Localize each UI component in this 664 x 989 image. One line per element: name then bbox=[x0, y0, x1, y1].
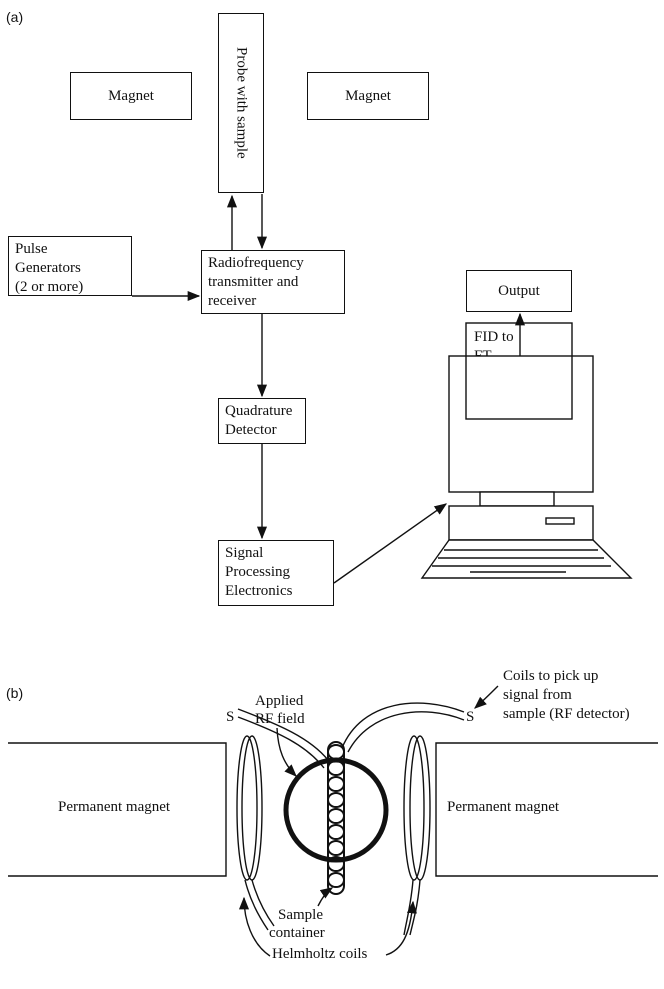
rf-line-2: transmitter and bbox=[208, 274, 299, 290]
coils-line-3: sample (RF detector) bbox=[503, 706, 630, 722]
sample-container-line-1: Sample bbox=[278, 907, 323, 923]
applied-rf-arrow bbox=[276, 727, 297, 777]
helmholtz-label: Helmholtz coils bbox=[272, 946, 368, 962]
magnet-right-box: Magnet bbox=[307, 72, 429, 120]
panel-b-label: (b) bbox=[6, 685, 24, 701]
arrow-signal-to-computer bbox=[333, 503, 448, 584]
pickup-wire-left-outer bbox=[237, 708, 329, 761]
rf-line-1: Radiofrequency bbox=[208, 255, 304, 271]
helmholtz-arrow-right bbox=[385, 900, 417, 956]
sample-container-arrow bbox=[317, 887, 334, 907]
rf-line-3: receiver bbox=[208, 293, 257, 309]
s-right-label: S bbox=[466, 709, 475, 725]
probe-label-wrap: Probe with sample bbox=[218, 13, 264, 193]
probe-box bbox=[218, 13, 264, 193]
sig-line-1: Signal bbox=[225, 545, 264, 561]
magnet-left-box: Magnet bbox=[70, 72, 192, 120]
permanent-magnet-left bbox=[8, 742, 227, 877]
sample-container-line-2: container bbox=[269, 925, 325, 941]
helmholtz-arrow-left bbox=[238, 896, 271, 957]
pulse-line-2: Generators bbox=[15, 260, 81, 276]
pickup-wire-right-outer bbox=[341, 702, 465, 749]
quadrature-box: Quadrature Detector bbox=[218, 398, 306, 444]
rf-unit-box: Radiofrequency transmitter and receiver bbox=[201, 250, 345, 314]
magnet-left-label: Magnet bbox=[108, 87, 154, 104]
pulse-line-1: Pulse bbox=[15, 241, 48, 257]
pulse-line-3: (2 or more) bbox=[15, 279, 84, 295]
permanent-magnet-left-label: Permanent magnet bbox=[58, 799, 171, 815]
output-box: Output bbox=[466, 270, 572, 312]
computer-icon bbox=[420, 322, 633, 579]
magnet-right-label: Magnet bbox=[345, 87, 391, 104]
sig-line-2: Processing bbox=[225, 564, 290, 580]
screen-line-1: FID to bbox=[474, 329, 514, 345]
coils-arrow bbox=[474, 685, 499, 709]
coils-line-2: signal from bbox=[503, 687, 572, 703]
applied-rf-line-1: Applied bbox=[255, 693, 304, 709]
quad-line-1: Quadrature bbox=[225, 403, 293, 419]
signal-processing-box: Signal Processing Electronics bbox=[218, 540, 334, 606]
pulse-generators-box: Pulse Generators (2 or more) bbox=[8, 236, 132, 296]
pickup-wire-left-inner bbox=[237, 716, 325, 769]
helmholtz-coil-right bbox=[403, 735, 431, 936]
coils-line-1: Coils to pick up bbox=[503, 668, 599, 684]
sig-line-3: Electronics bbox=[225, 583, 293, 599]
pickup-wire-right-inner bbox=[347, 711, 465, 753]
panel-a-label: (a) bbox=[6, 9, 24, 25]
sample-tube bbox=[327, 741, 345, 895]
permanent-magnet-right bbox=[435, 742, 658, 877]
permanent-magnet-right-label: Permanent magnet bbox=[447, 799, 560, 815]
s-left-label: S bbox=[226, 709, 235, 725]
helmholtz-coil-left bbox=[236, 735, 275, 931]
probe-label: Probe with sample bbox=[233, 47, 250, 159]
output-label: Output bbox=[498, 282, 540, 299]
quad-line-2: Detector bbox=[225, 422, 277, 438]
